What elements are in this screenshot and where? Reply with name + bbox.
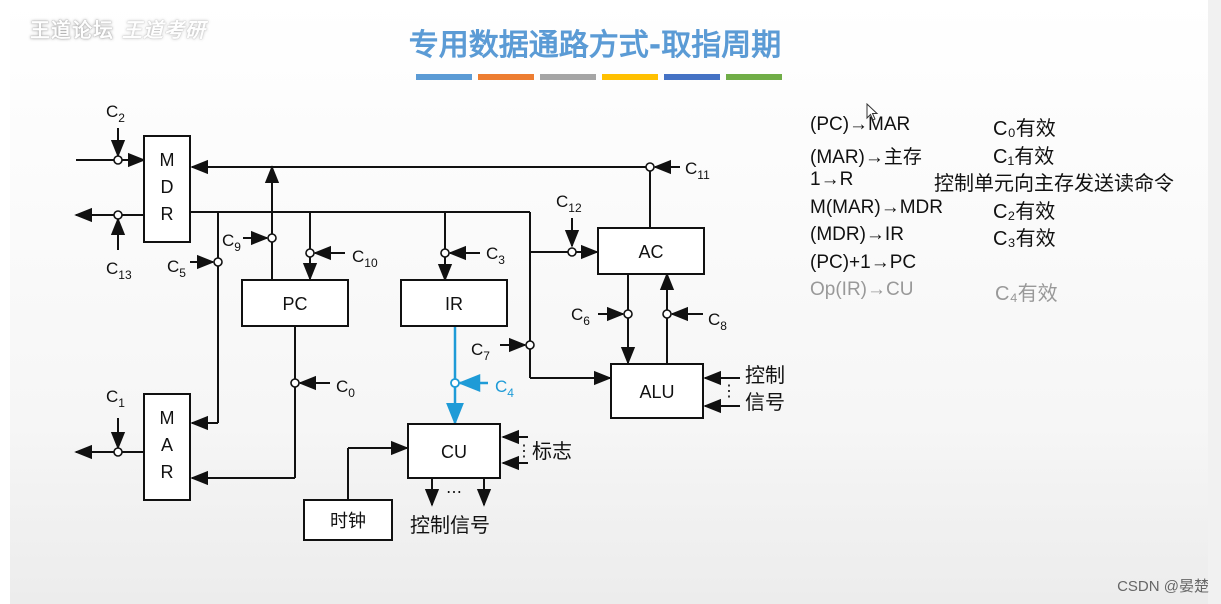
label-c0: C0 — [336, 377, 355, 400]
color-bar-3 — [540, 74, 596, 80]
step-row: 1→R 控制单元向主存发送读命令 — [810, 169, 1210, 197]
step-note: C₄有效 — [995, 283, 1058, 305]
mdr-label-1: M — [160, 150, 175, 170]
block-pc — [241, 279, 349, 327]
step-operation: M(MAR)→MDR — [810, 196, 943, 218]
mar-label-3: R — [161, 462, 174, 482]
step-row: (PC)+1→PC — [810, 252, 1210, 280]
gate-c3 — [440, 248, 450, 258]
gate-c9 — [267, 233, 277, 243]
cu-label: CU — [441, 442, 467, 462]
csdn-watermark: CSDN @晏楚 — [1117, 578, 1209, 595]
label-c11: C11 — [685, 159, 710, 182]
label-c13: C13 — [106, 259, 132, 282]
mdr-label-2: D — [161, 177, 174, 197]
step-operation: (PC)+1→PC — [810, 251, 917, 273]
mdr-label-3: R — [161, 204, 174, 224]
color-bar-4 — [602, 74, 658, 80]
color-bar-strip — [416, 74, 782, 80]
block-ac — [597, 227, 705, 275]
step-note: C₂有效 — [993, 200, 1056, 223]
watermark-logo: 王道考研 — [122, 18, 206, 42]
step-operation: 1→R — [810, 169, 854, 190]
step-operation: (MAR)→主存 — [810, 146, 922, 168]
label-c2: C2 — [106, 102, 125, 125]
gate-c8 — [662, 309, 672, 319]
gate-c11 — [645, 162, 655, 172]
gate-c12 — [567, 247, 577, 257]
watermark: 王道论坛王道考研 — [30, 14, 206, 43]
block-alu — [610, 363, 704, 419]
step-row: (MAR)→主存 C₁有效 — [810, 142, 1210, 170]
alu-label: ALU — [639, 382, 674, 402]
label-c7: C7 — [471, 340, 490, 363]
mar-label-2: A — [161, 435, 173, 455]
cu-out-ellipsis: ⋯ — [446, 484, 462, 501]
label-c5: C5 — [167, 257, 186, 280]
step-note: 控制单元向主存发送读命令 — [934, 173, 1174, 195]
label-c4: C4 — [495, 377, 514, 400]
gate-c10 — [305, 248, 315, 258]
label-c1: C1 — [106, 387, 125, 410]
block-cu — [407, 423, 501, 479]
alu-ctrl-vdots: ⋮ — [721, 383, 737, 400]
block-clock — [303, 499, 393, 541]
block-mdr — [143, 135, 191, 243]
gate-c6 — [623, 309, 633, 319]
flag-vdots: ⋮ — [516, 443, 532, 460]
pc-label: PC — [282, 294, 307, 314]
label-c3: C3 — [486, 244, 505, 267]
alu-control-label-1: 控制 — [745, 364, 785, 387]
page-title: 专用数据通路方式-取指周期 — [408, 28, 782, 63]
color-bar-6 — [726, 74, 782, 80]
clock-label: 时钟 — [330, 511, 366, 531]
slide — [10, 0, 1208, 604]
step-row: (PC)→MAR C₀有效 — [810, 114, 1210, 142]
gate-c0 — [290, 378, 300, 388]
gate-c13 — [113, 210, 123, 220]
ac-label: AC — [638, 242, 663, 262]
gate-c1 — [113, 447, 123, 457]
step-note: C₁有效 — [993, 145, 1055, 168]
window-edge — [1208, 0, 1221, 604]
color-bar-2 — [478, 74, 534, 80]
mouse-cursor-icon — [866, 103, 879, 121]
gate-c5 — [213, 257, 223, 267]
step-operation: Op(IR)→CU — [810, 279, 914, 300]
flag-label: 标志 — [532, 440, 572, 463]
color-bar-5 — [664, 74, 720, 80]
ir-label: IR — [445, 294, 463, 314]
mar-label-1: M — [160, 408, 175, 428]
step-operation: (MDR)→IR — [810, 224, 904, 245]
step-operation: (PC)→MAR — [810, 114, 911, 135]
alu-control-label-2: 信号 — [745, 391, 785, 414]
step-note: C₀有效 — [993, 118, 1056, 140]
watermark-text: 王道论坛 — [30, 18, 114, 42]
gate-c7 — [525, 340, 535, 350]
label-c6: C6 — [571, 305, 590, 328]
label-c9: C9 — [222, 231, 241, 254]
label-c10: C10 — [352, 247, 378, 270]
label-c12: C12 — [556, 192, 582, 215]
label-c8: C8 — [708, 310, 727, 333]
step-row: M(MAR)→MDR C₂有效 — [810, 197, 1210, 225]
color-bar-1 — [416, 74, 472, 80]
gate-c4 — [450, 378, 460, 388]
cu-output-label: 控制信号 — [410, 514, 490, 537]
step-row: Op(IR)→CU C₄有效 — [810, 279, 1210, 307]
block-mar — [143, 393, 191, 501]
step-row: (MDR)→IR C₃有效 — [810, 224, 1210, 252]
step-note: C₃有效 — [993, 228, 1056, 250]
gate-c2 — [113, 155, 123, 165]
block-ir — [400, 279, 508, 327]
